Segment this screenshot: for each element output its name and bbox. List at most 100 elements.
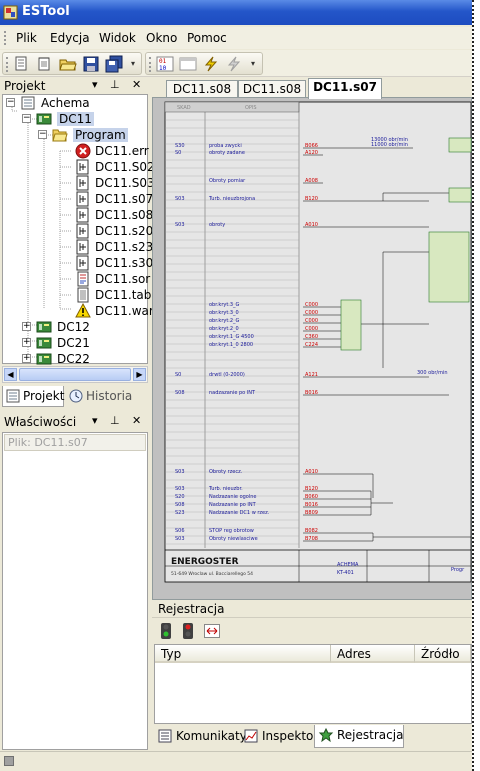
col-header-opis: OPIS	[245, 105, 257, 111]
function-block-compare	[340, 299, 362, 351]
tree-label: DC22	[57, 352, 90, 366]
row-description: obr.kryt.1_G 4500	[209, 334, 254, 340]
tree-label: DC11.s08	[95, 208, 154, 222]
row-code: S20	[175, 494, 185, 500]
doc-tab-active[interactable]: DC11.s07	[308, 78, 382, 99]
save-all-icon[interactable]	[105, 55, 123, 73]
binary-convert-icon[interactable]: 01 10	[156, 56, 174, 72]
tree-hscrollbar[interactable]: ◀ ▶	[2, 366, 148, 383]
menu-widok[interactable]: Widok	[99, 31, 136, 45]
menu-plik[interactable]: Plik	[16, 31, 37, 45]
row-address: C000	[305, 302, 318, 308]
annotation-13000: 13000 obr/min	[371, 137, 408, 143]
row-description: Nadzazanie po INT	[209, 502, 257, 508]
col-typ[interactable]: Typ	[155, 645, 331, 663]
tree-label: DC11.s23	[95, 240, 154, 254]
sheet-file-icon	[76, 159, 89, 175]
expand-icon[interactable]: +	[22, 337, 31, 347]
inspector-icon	[244, 729, 258, 743]
tab-rejestracja[interactable]: Rejestracja	[314, 725, 404, 748]
col-adres[interactable]: Adres	[331, 645, 415, 663]
row-address: B060	[305, 494, 318, 500]
fit-width-icon[interactable]	[204, 624, 220, 638]
row-description: Obroty rzecz.	[209, 469, 243, 475]
row-description: Nadzazanie ogolne	[209, 494, 257, 500]
toolbar-grip[interactable]	[6, 57, 9, 72]
toolbar-overflow-icon[interactable]: ▾	[131, 59, 136, 68]
tab-inspektor[interactable]: Inspektor	[240, 726, 318, 747]
scroll-thumb[interactable]	[19, 368, 131, 381]
schematic-wires	[303, 147, 471, 542]
lightning-icon[interactable]	[202, 56, 220, 72]
tab-label: Projekt	[23, 389, 65, 403]
collapse-icon[interactable]: −	[38, 129, 47, 139]
row-description: Obroty niewlasciwe	[209, 536, 258, 542]
project-panel-header: Projekt ▾ ⊥ ✕	[0, 77, 150, 95]
project-tree[interactable]: − Achema − DC11 − Program DC11.err	[2, 94, 155, 366]
row-description: Turb. nieuzbrojona	[208, 196, 255, 202]
collapse-icon[interactable]: −	[6, 97, 15, 107]
close-icon[interactable]: ✕	[132, 78, 142, 91]
table-row-lines	[165, 119, 299, 545]
window-view-icon[interactable]	[179, 56, 197, 72]
save-icon[interactable]	[82, 56, 100, 72]
lightning-disabled-icon[interactable]	[225, 56, 243, 72]
row-description: STOP reg obrotow	[209, 528, 254, 534]
tree-label-selected: DC11	[57, 112, 94, 126]
menu-okno[interactable]: Okno	[146, 31, 178, 45]
new-project-icon[interactable]	[13, 56, 31, 72]
toolbar-group-file: ▾	[2, 52, 142, 75]
plc-module-icon	[36, 353, 52, 365]
new-file-icon[interactable]	[36, 56, 54, 72]
tree-label: Achema	[41, 96, 90, 110]
plc-module-icon	[36, 113, 52, 125]
row-code: S23	[175, 510, 185, 516]
tree-lines	[11, 107, 71, 358]
panel-dropdown-icon[interactable]: ▾	[92, 414, 98, 427]
title-bar[interactable]: ESTool	[0, 0, 472, 25]
plc-module-icon	[36, 337, 52, 349]
pin-icon[interactable]: ⊥	[110, 78, 120, 91]
collapse-icon[interactable]: −	[22, 113, 31, 123]
expand-icon[interactable]: +	[22, 321, 31, 331]
status-bar	[0, 751, 472, 771]
doc-tab-2[interactable]: DC11.s08	[238, 80, 306, 98]
row-code: S08	[175, 390, 185, 396]
project-tab-icon	[6, 389, 20, 403]
pin-icon[interactable]: ⊥	[110, 414, 120, 427]
row-address: C000	[305, 310, 318, 316]
traffic-light-red-icon[interactable]	[182, 623, 194, 639]
scroll-right-icon[interactable]: ▶	[133, 368, 146, 381]
tab-projekt[interactable]: Projekt	[2, 386, 64, 407]
row-address: A120	[305, 150, 318, 156]
row-description: obr.kryt.2_G	[209, 318, 240, 324]
scroll-left-icon[interactable]: ◀	[4, 368, 17, 381]
expand-icon[interactable]: +	[22, 353, 31, 363]
close-icon[interactable]: ✕	[132, 414, 142, 427]
sheet-file-icon	[76, 239, 89, 255]
menu-edycja[interactable]: Edycja	[50, 31, 90, 45]
traffic-light-green-icon[interactable]	[160, 623, 172, 639]
col-header-skad: SKAD	[177, 105, 191, 111]
tab-historia[interactable]: Historia	[66, 386, 136, 407]
row-code: S0	[175, 150, 181, 156]
drawing-sheet	[164, 101, 472, 583]
panel-dropdown-icon[interactable]: ▾	[92, 78, 98, 91]
toolbar-overflow-icon-2[interactable]: ▾	[251, 59, 256, 68]
toolbar-grip-2[interactable]	[149, 57, 152, 72]
row-description: Obroty pomiar	[209, 178, 246, 184]
row-description: obroty zadane	[209, 150, 245, 156]
open-folder-icon[interactable]	[59, 56, 77, 72]
registration-table[interactable]: Typ Adres Źródło	[154, 644, 472, 724]
col-zrodlo[interactable]: Źródło	[415, 645, 471, 663]
row-code: S03	[175, 486, 185, 492]
tab-komunikaty[interactable]: Komunikaty	[154, 726, 247, 747]
doc-tab-1[interactable]: DC11.s08	[166, 80, 238, 98]
menu-grip[interactable]	[4, 31, 7, 45]
properties-grid[interactable]: Plik: DC11.s07	[2, 432, 148, 750]
menu-pomoc[interactable]: Pomoc	[187, 31, 227, 45]
row-code: S03	[175, 536, 185, 542]
property-file-field[interactable]: Plik: DC11.s07	[4, 434, 146, 451]
